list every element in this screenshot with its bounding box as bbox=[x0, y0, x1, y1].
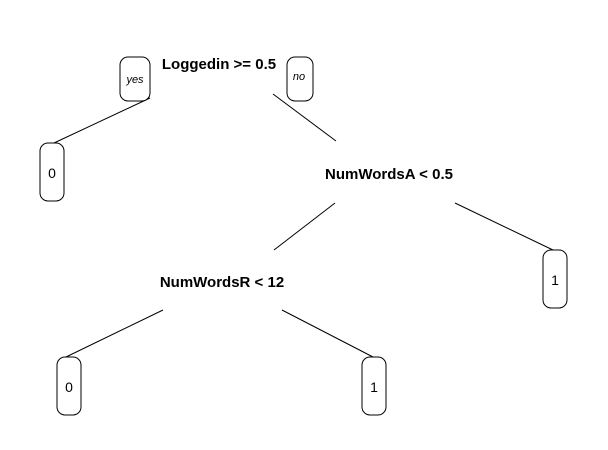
no-branch-box: no bbox=[286, 56, 314, 102]
no-branch-label: no bbox=[293, 71, 305, 83]
leaf-label: 1 bbox=[551, 272, 559, 288]
edge-numwordsr-to-leaf-0 bbox=[65, 309, 164, 358]
leaf-label: 0 bbox=[48, 165, 56, 181]
leaf-label: 0 bbox=[65, 379, 73, 395]
edge-root-to-split-numwordsa bbox=[272, 93, 337, 142]
yes-branch-box: yes bbox=[119, 56, 151, 102]
leaf-node-numwordsr-no: 1 bbox=[361, 356, 387, 416]
leaf-node-root-yes: 0 bbox=[39, 142, 65, 202]
leaf-node-numwordsr-yes: 0 bbox=[56, 356, 82, 416]
leaf-node-numwordsa-no: 1 bbox=[542, 249, 568, 309]
edge-numwordsa-to-leaf-1 bbox=[454, 202, 554, 251]
edge-numwordsr-to-leaf-1 bbox=[281, 309, 374, 358]
yes-branch-label: yes bbox=[125, 74, 144, 86]
edge-numwordsa-to-split-numwordsr bbox=[273, 202, 336, 251]
edge-root-to-leaf-0 bbox=[53, 97, 151, 144]
root-split-label: Loggedin >= 0.5 bbox=[162, 56, 276, 73]
split-numwordsa-label: NumWordsA < 0.5 bbox=[325, 166, 453, 183]
split-numwordsr-label: NumWordsR < 12 bbox=[160, 274, 284, 291]
leaf-label: 1 bbox=[370, 379, 378, 395]
